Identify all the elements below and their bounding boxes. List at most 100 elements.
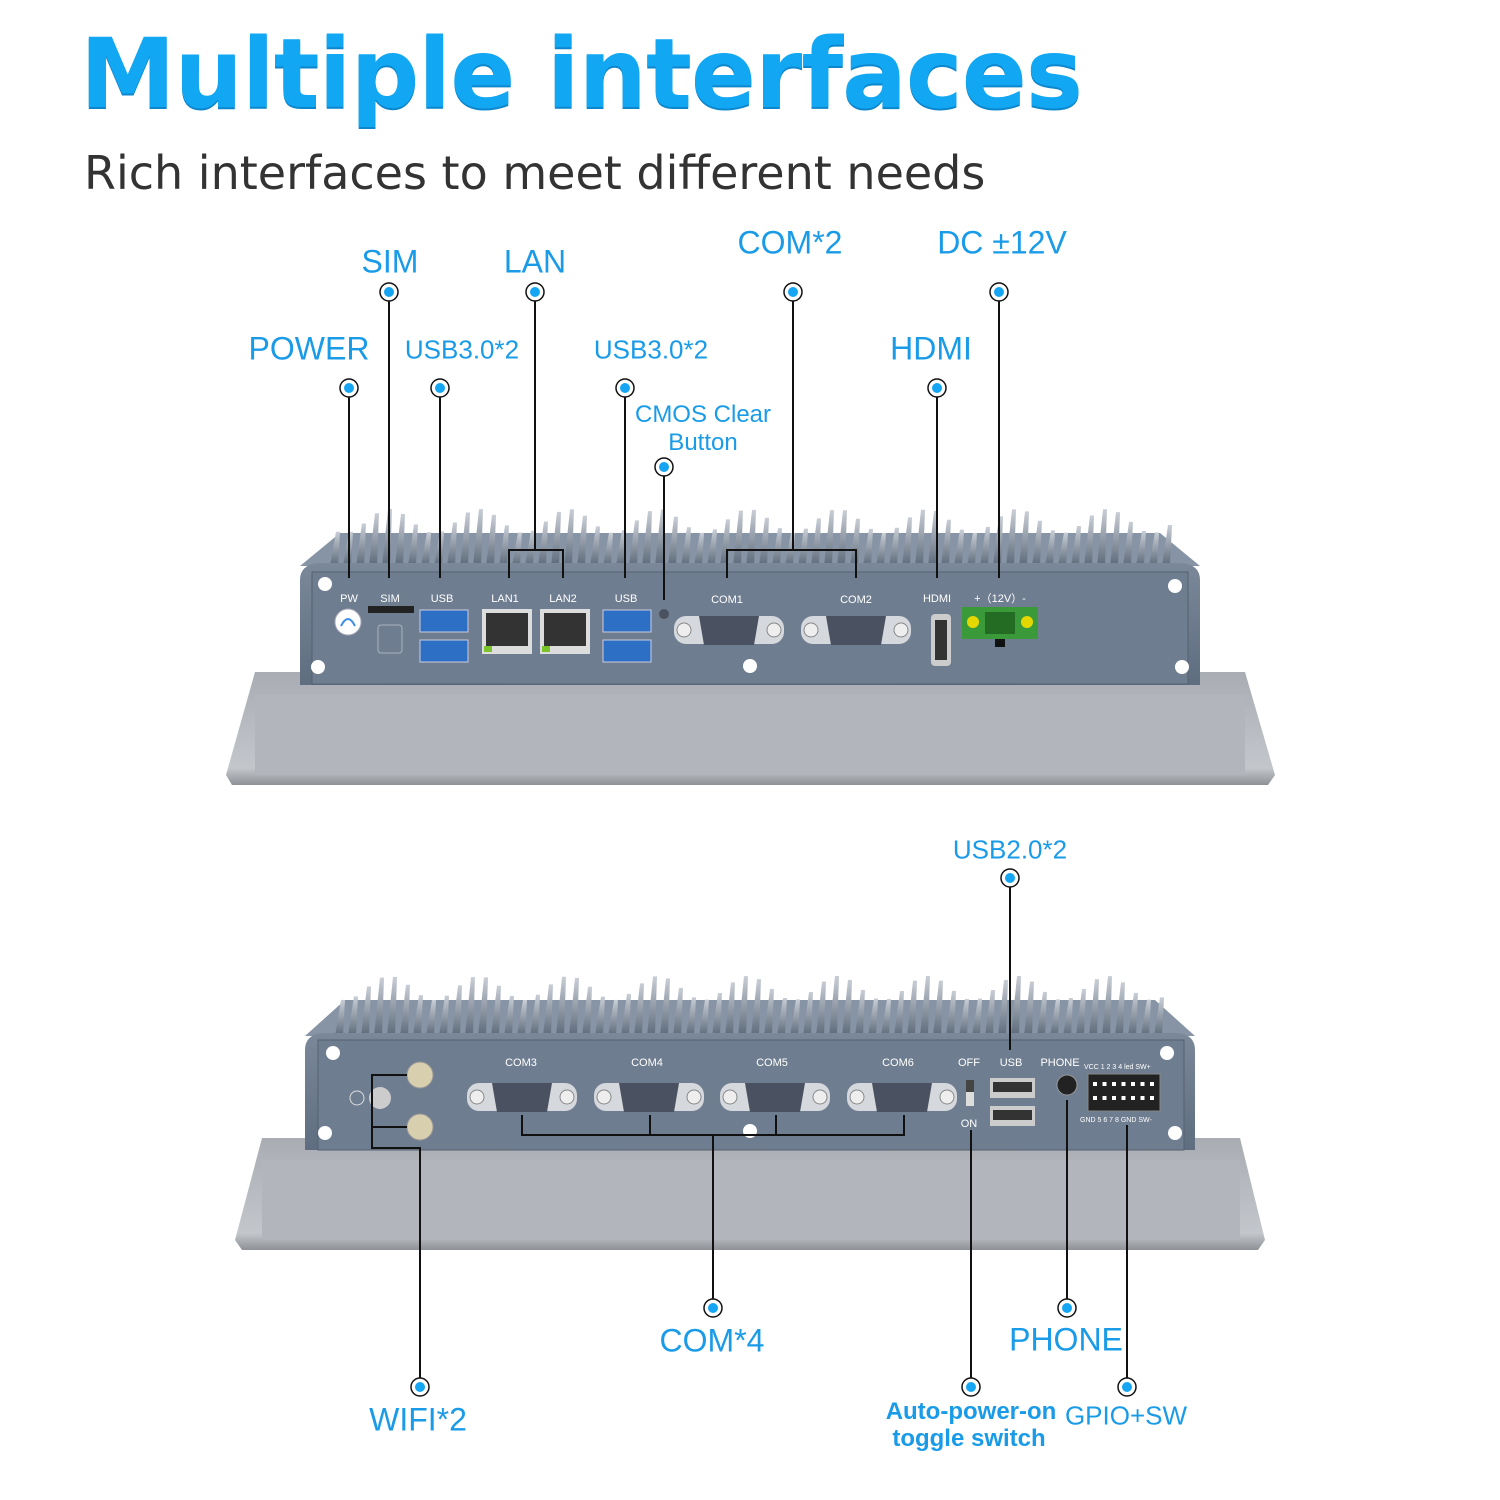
fin <box>634 983 644 1036</box>
fin <box>941 519 951 566</box>
fin <box>985 989 995 1036</box>
fin <box>1011 976 1021 1036</box>
fin <box>777 997 787 1036</box>
fin <box>413 995 423 1036</box>
callout-dot <box>1062 1303 1072 1313</box>
fin <box>902 517 912 566</box>
fin <box>400 984 410 1036</box>
callout-usb3-left: USB3.0*2 <box>404 334 520 365</box>
port-label-dc: +（12V）- <box>974 592 1026 605</box>
com-port-screw <box>812 1089 828 1105</box>
fin <box>642 511 652 566</box>
port-label-usb2: USB <box>615 593 638 605</box>
fin <box>621 993 631 1036</box>
port-label-on: ON <box>961 1118 978 1130</box>
callout-com4: COM*4 <box>659 1322 765 1359</box>
fin <box>694 532 704 566</box>
fin <box>499 525 509 566</box>
fin <box>668 516 678 566</box>
com-port-shell <box>872 1083 932 1112</box>
fin <box>629 520 639 566</box>
fin <box>712 992 722 1036</box>
callout-dot <box>344 383 354 393</box>
fin <box>426 999 436 1036</box>
fin <box>1102 976 1112 1036</box>
fin <box>564 509 574 566</box>
top-device: PW SIM USB LAN1 LAN2 USB COM1 COM2 HDMI … <box>226 509 1275 785</box>
gpio-pin <box>1131 1096 1135 1100</box>
port-label-phone: PHONE <box>1040 1057 1079 1069</box>
heatsink-fins <box>300 509 1200 566</box>
port-label-lan1: LAN1 <box>491 593 519 605</box>
fin <box>790 999 800 1036</box>
port-label-usb: USB <box>1000 1057 1023 1069</box>
fin <box>972 998 982 1036</box>
port-label-com3: COM3 <box>505 1057 537 1069</box>
fin <box>525 530 535 566</box>
fin <box>374 977 384 1036</box>
fin <box>1071 525 1081 566</box>
com-port-screw <box>676 622 692 638</box>
fin <box>504 995 514 1036</box>
callout-power: POWER <box>248 330 370 367</box>
gpio-pin <box>1131 1082 1135 1086</box>
com-ports <box>674 616 911 645</box>
gpio-pin <box>1121 1096 1126 1100</box>
com-port-screw <box>766 622 782 638</box>
fin <box>465 977 475 1036</box>
port-label-hdmi: HDMI <box>923 593 951 605</box>
port-label-usb1: USB <box>431 593 454 605</box>
fin <box>530 994 540 1036</box>
fin <box>460 512 470 566</box>
fin <box>725 982 735 1036</box>
callout-dot <box>994 287 1004 297</box>
callout-cmos-line2: Button <box>668 428 738 456</box>
fin <box>538 521 548 566</box>
callout-wifi: WIFI*2 <box>369 1401 467 1438</box>
callout-sim: SIM <box>361 243 419 280</box>
fin <box>842 979 852 1036</box>
callout-cmos-line1: CMOS Clear <box>634 400 772 428</box>
fin <box>473 509 483 566</box>
gpio-pin <box>1093 1082 1097 1086</box>
callout-lines <box>348 292 1128 1387</box>
fin <box>1154 997 1164 1036</box>
fin <box>486 514 496 566</box>
fin <box>772 528 782 566</box>
com-port-screw <box>469 1089 485 1105</box>
fin <box>421 532 431 566</box>
port-label-pw: PW <box>340 593 358 605</box>
callout-dot <box>708 1303 718 1313</box>
gpio-pin <box>1112 1082 1116 1086</box>
callout-dot <box>415 1382 425 1392</box>
gpio-pin-labels-top: VCC 1 2 3 4 led SW+ <box>1084 1064 1151 1071</box>
port-label-com1: COM1 <box>711 594 743 606</box>
com-port-screw <box>939 1089 955 1105</box>
fin <box>798 528 808 566</box>
fin <box>556 976 566 1036</box>
fin <box>759 517 769 566</box>
gpio-pin <box>1140 1082 1145 1086</box>
dc-terminal <box>962 607 1038 647</box>
callout-dot <box>788 287 798 297</box>
port-label-com6: COM6 <box>882 1057 914 1069</box>
screws <box>311 577 1189 674</box>
fin <box>954 529 964 566</box>
fin <box>590 526 600 566</box>
com-port-screw <box>893 622 909 638</box>
callout-dot <box>435 383 445 393</box>
com-port-screw <box>849 1089 865 1105</box>
com-port-screw <box>803 622 819 638</box>
ground-terminal <box>349 1087 391 1109</box>
callout-dc: DC ±12V <box>937 224 1067 261</box>
fin <box>915 509 925 566</box>
usb2-ports <box>990 1078 1035 1126</box>
fin <box>673 987 683 1036</box>
port-label-sim: SIM <box>380 593 400 605</box>
fin <box>868 998 878 1036</box>
gpio-pin <box>1112 1096 1116 1100</box>
com-port-screw <box>686 1089 702 1105</box>
com-port-screw <box>722 1089 738 1105</box>
gpio-header <box>1087 1073 1161 1112</box>
port-label-off: OFF <box>958 1057 980 1069</box>
